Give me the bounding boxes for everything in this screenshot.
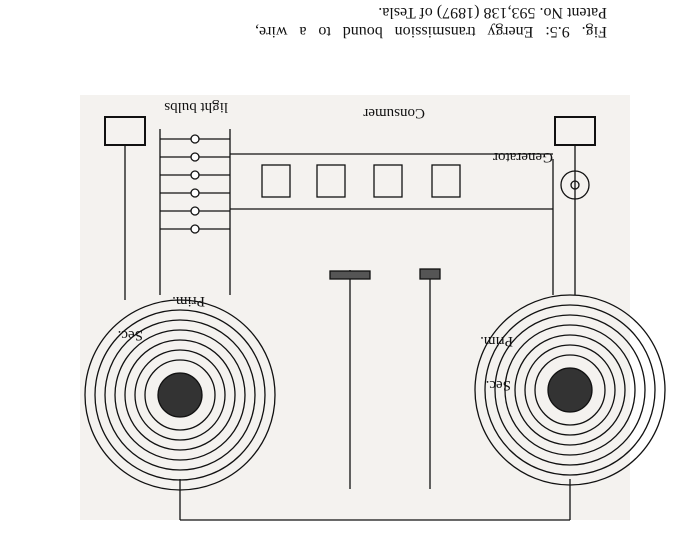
label-sec-left: Sec. [486, 377, 511, 393]
caption-word: wire, [255, 23, 288, 40]
light-bulbs [160, 134, 230, 234]
caption-line-1: Fig. 9.5: Energy transmission bound to a… [255, 22, 607, 41]
coil-core [157, 372, 203, 418]
caption-word: to [318, 23, 331, 40]
coil-core [547, 367, 593, 413]
label-sec-right: Sec. [118, 327, 143, 343]
label-prim-right: Prim. [172, 293, 205, 309]
right-coil [84, 299, 276, 491]
left-coil [474, 294, 666, 486]
consumer-loads [261, 164, 461, 198]
caption-line-2: Patent No. 593,138 (1897) of Tesla. [378, 4, 607, 21]
label-prim-left: Prim. [480, 333, 513, 349]
generator-hub [570, 180, 580, 190]
label-consumer: Consumer [363, 105, 425, 121]
caption-word: 9.5: [545, 23, 570, 40]
caption-word: transmission [394, 23, 476, 40]
caption-word: Energy [487, 23, 534, 40]
label-generator: Generator [493, 149, 553, 165]
ground-plate [419, 268, 441, 280]
label-light-bulbs: light bulbs [164, 99, 228, 115]
generator-icon [560, 170, 590, 200]
ground-plate [329, 270, 371, 280]
caption-word: bound [342, 23, 383, 40]
caption-word: Fig. [581, 23, 607, 40]
caption-word: a [299, 23, 307, 40]
